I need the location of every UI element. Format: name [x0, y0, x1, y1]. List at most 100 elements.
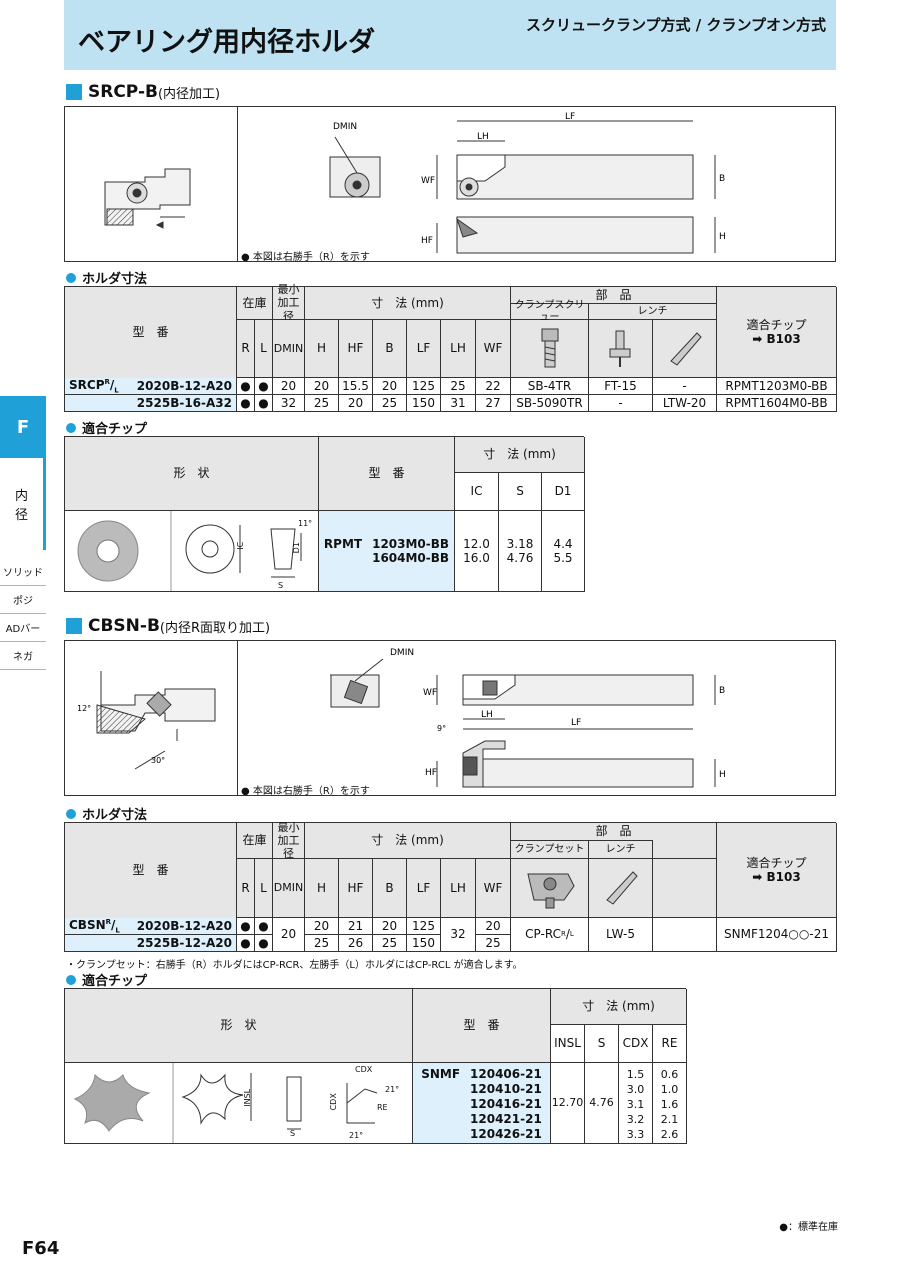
- cell-h: 25: [305, 935, 339, 952]
- cell-dmin: 20: [273, 918, 305, 952]
- bullet-icon: [66, 808, 76, 819]
- cell-h: 25: [305, 395, 339, 412]
- side-item-nega[interactable]: ネガ: [0, 642, 46, 670]
- section-marker: [66, 84, 82, 100]
- bullet-icon: [66, 422, 76, 433]
- cell-lf: 125: [407, 918, 441, 935]
- table-row-model: 2525B-16-A32: [65, 395, 237, 412]
- th-stock: 在庫: [237, 287, 273, 320]
- table-row-model: 2525B-12-A20: [65, 935, 237, 952]
- stock-l: ●: [255, 378, 273, 395]
- th-r: R: [237, 320, 255, 378]
- clamp-set-icon: [511, 859, 589, 918]
- th-dims: 寸 法 (mm): [305, 287, 511, 320]
- hex-wrench-icon: [653, 320, 717, 378]
- th-dims: 寸 法 (mm): [305, 823, 511, 859]
- stock-r: ●: [237, 935, 255, 952]
- cell-wrench: LW-5: [589, 918, 653, 952]
- th-wrench: レンチ: [589, 841, 653, 859]
- cell-insl: 12.70: [551, 1063, 585, 1144]
- cell-screw: SB-4TR: [511, 378, 589, 395]
- th-wf: WF: [476, 320, 511, 378]
- side-item-posi[interactable]: ポジ: [0, 586, 46, 614]
- srcp-drawing: DMIN LF LH WF B HF H: [104, 112, 726, 254]
- th-cdx: CDX: [619, 1025, 653, 1063]
- th-lf: LF: [407, 320, 441, 378]
- cell-dmin: 32: [273, 395, 305, 412]
- label-re: RE: [377, 1103, 388, 1112]
- section-marker: [66, 618, 82, 634]
- cell-wf: 22: [476, 378, 511, 395]
- cell-b: 20: [373, 918, 407, 935]
- screw-icon: [511, 320, 589, 378]
- cell-wf: 27: [476, 395, 511, 412]
- cbsn-label-h: H: [719, 770, 726, 780]
- stock-l: ●: [255, 935, 273, 952]
- srcp-insert-table: 形 状 型 番 寸 法 (mm) IC S D1 IC S D1 11° RPM…: [64, 436, 585, 592]
- cell-lf: 150: [407, 395, 441, 412]
- th-l: L: [255, 320, 273, 378]
- cell-b: 20: [373, 378, 407, 395]
- cell-b: 25: [373, 935, 407, 952]
- th-hf: HF: [339, 859, 373, 918]
- th-insl: INSL: [551, 1025, 585, 1063]
- th-shape: 形 状: [65, 437, 319, 511]
- th-dmin: DMIN: [273, 320, 305, 378]
- cell-lf: 125: [407, 378, 441, 395]
- stock-legend: ●：標準在庫: [779, 1222, 838, 1233]
- cell-wrench: -: [653, 378, 717, 395]
- cbsn-label-lf: LF: [571, 718, 581, 728]
- rpmt-insert-drawing: IC S D1 11°: [65, 511, 319, 592]
- srcp-label-dmin: DMIN: [333, 122, 357, 132]
- th-h: H: [305, 320, 339, 378]
- th-b: B: [373, 859, 407, 918]
- cell-dmin: 20: [273, 378, 305, 395]
- cbsn-insert-heading: 適合チップ: [66, 970, 147, 989]
- cell-empty: [653, 918, 717, 952]
- th-dims: 寸 法 (mm): [455, 437, 585, 473]
- th-s: S: [499, 473, 542, 511]
- cbsn-section-title: CBSN-B (内径R面取り加工): [66, 616, 270, 636]
- cell-insert: RPMT1604M0-BB: [717, 395, 837, 412]
- cbsn-label-wf: WF: [423, 688, 437, 698]
- cbsn-insert-table: 形 状 型 番 寸 法 (mm) INSL S CDX RE INSL S CD…: [64, 988, 687, 1144]
- hex-wrench-icon: [589, 859, 653, 918]
- cell-b: 25: [373, 395, 407, 412]
- th-empty: [653, 823, 717, 859]
- stock-r: ●: [237, 918, 255, 935]
- th-screw: クランプスクリュー: [511, 300, 589, 323]
- cell-hf: 15.5: [339, 378, 373, 395]
- cell-screw: SB-5090TR: [511, 395, 589, 412]
- bullet-icon: [66, 272, 76, 283]
- label-s: S: [290, 1129, 296, 1138]
- th-l: L: [255, 859, 273, 918]
- cell-lh: 31: [441, 395, 476, 412]
- th-r: R: [237, 859, 255, 918]
- cbsn-diagram-note: ● 本図は右勝手（R）を示す: [241, 786, 370, 797]
- cell-insert: SNMF1204○○-21: [717, 918, 837, 952]
- th-min: 最小 加工径: [273, 821, 305, 860]
- th-insert: 適合チップ➡ B103: [717, 823, 837, 918]
- label-d1: D1: [291, 542, 301, 554]
- th-re: RE: [653, 1025, 687, 1063]
- th-ic: IC: [455, 473, 499, 511]
- th-d1: D1: [542, 473, 585, 511]
- srcp-holder-heading: ホルダ寸法: [66, 268, 147, 287]
- cell-wrench: -: [589, 395, 653, 412]
- side-item-adbar[interactable]: ADバー: [0, 614, 46, 642]
- th-set: クランプセット: [511, 841, 589, 859]
- srcp-label-hf: HF: [421, 236, 433, 246]
- cell-wf: 20: [476, 918, 511, 935]
- cell-lh: 32: [441, 918, 476, 952]
- label-cdx: CDX: [355, 1065, 373, 1074]
- th-h: H: [305, 859, 339, 918]
- label-cdx-vertical: CDX: [328, 1093, 338, 1111]
- side-item-solid[interactable]: ソリッド: [0, 558, 46, 586]
- side-tab[interactable]: F: [0, 396, 46, 458]
